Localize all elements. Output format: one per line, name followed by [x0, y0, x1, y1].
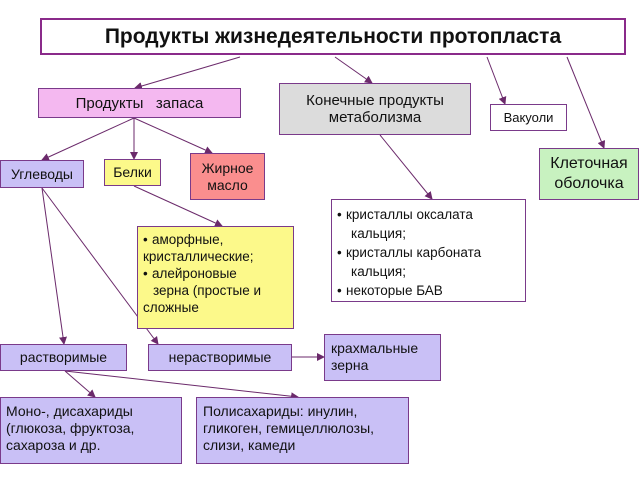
- node-insoluble-label: нерастворимые: [168, 349, 272, 365]
- node-final-metabolism-line1: Конечные продукты: [306, 92, 444, 109]
- node-fatty-oil-line1: Жирное: [201, 159, 254, 176]
- node-mono-disaccharides: Моно-, дисахариды (глюкоза, фруктоза, са…: [0, 397, 182, 464]
- node-cell-wall: Клеточная оболочка: [539, 148, 639, 200]
- node-fatty-oil: Жирное масло: [190, 153, 265, 200]
- arrow-title-to-cell-wall: [566, 56, 606, 149]
- node-starch-grains: крахмальные зерна: [324, 334, 441, 381]
- node-mono-line1: Моно-, дисахариды: [6, 403, 133, 419]
- node-reserve-products-label: Продукты запаса: [75, 94, 204, 112]
- diagram-title-text: Продукты жизнедеятельности протопласта: [104, 25, 562, 48]
- arrow-title-to-reserve: [134, 56, 241, 90]
- node-starch-grains-line1: крахмальные: [331, 340, 419, 356]
- node-reserve-products: Продукты запаса: [38, 88, 241, 118]
- protein-form-item: аморфные,кристаллические;: [143, 231, 289, 265]
- node-soluble: растворимые: [0, 344, 127, 371]
- node-carbohydrates: Углеводы: [0, 160, 84, 188]
- arrow-metabolism-to-crystals: [379, 134, 433, 200]
- node-final-metabolism: Конечные продукты метаболизма: [279, 83, 471, 135]
- node-carbohydrates-label: Углеводы: [10, 165, 73, 182]
- arrow-soluble-to-mono: [64, 370, 96, 398]
- arrow-reserve-to-carbohydrates: [41, 117, 135, 161]
- node-vacuoles-label: Вакуоли: [503, 110, 554, 125]
- node-vacuoles: Вакуоли: [490, 104, 567, 131]
- node-poly-line2: гликоген, гемицеллюлозы,: [203, 420, 375, 436]
- node-polysaccharides: Полисахариды: инулин, гликоген, гемицелл…: [196, 397, 409, 464]
- node-poly-line1: Полисахариды: инулин,: [203, 403, 358, 419]
- node-insoluble: нерастворимые: [148, 344, 292, 371]
- arrow-reserve-to-fatty-oil: [133, 117, 213, 154]
- arrow-carbohydrates-to-soluble: [41, 187, 67, 345]
- arrow-title-to-vacuoles: [486, 56, 507, 105]
- node-fatty-oil-line2: масло: [207, 176, 248, 193]
- arrow-soluble-to-poly: [64, 370, 299, 401]
- arrow-proteins-to-forms: [133, 185, 223, 227]
- node-soluble-label: растворимые: [19, 349, 108, 365]
- node-proteins-label: Белки: [113, 164, 152, 180]
- metabolism-item: некоторые БАВ: [337, 281, 521, 300]
- node-mono-line3: сахароза и др.: [6, 437, 101, 453]
- node-cell-wall-line1: Клеточная: [550, 155, 628, 172]
- node-cell-wall-line2: оболочка: [554, 175, 624, 192]
- node-protein-forms: аморфные,кристаллические; алейроновыезер…: [137, 226, 294, 329]
- arrow-title-to-metabolism: [334, 56, 373, 84]
- node-starch-grains-line2: зерна: [331, 357, 369, 373]
- node-poly-line3: слизи, камеди: [203, 437, 296, 453]
- node-mono-line2: (глюкоза, фруктоза,: [6, 420, 135, 436]
- node-final-metabolism-line2: метаболизма: [328, 109, 422, 126]
- node-proteins: Белки: [104, 159, 161, 186]
- diagram-title: Продукты жизнедеятельности протопласта: [40, 18, 626, 55]
